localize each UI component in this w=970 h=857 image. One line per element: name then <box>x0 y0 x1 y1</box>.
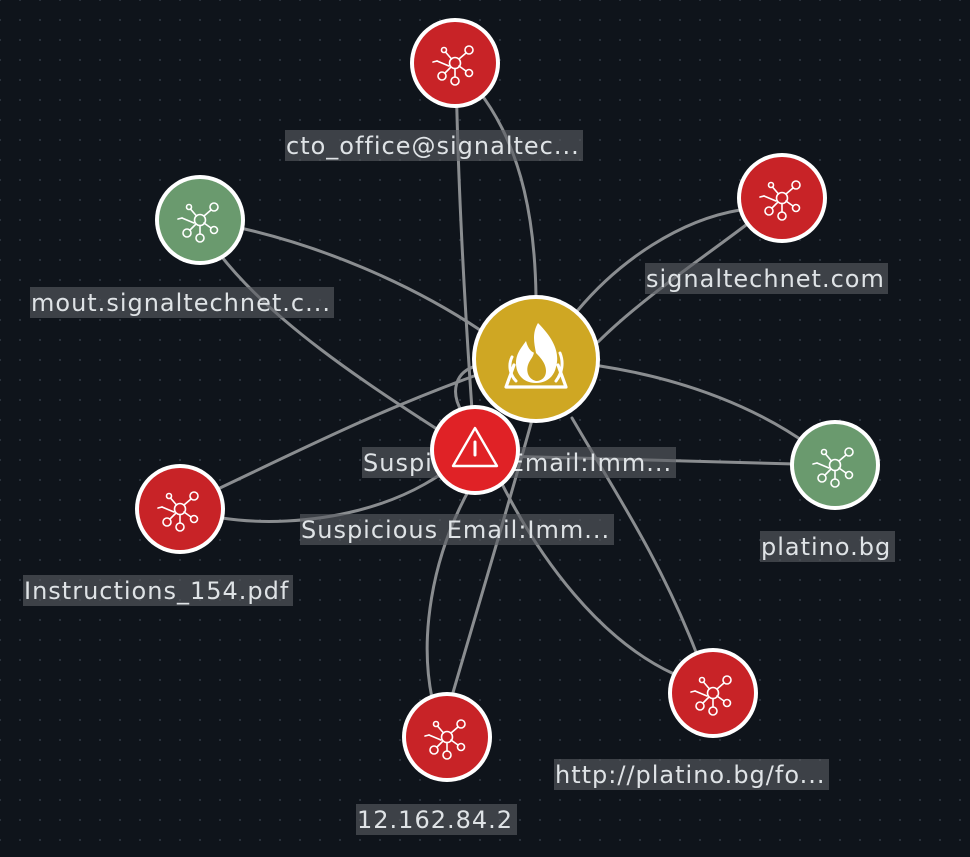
node-label-text: cto_office@signaltec... <box>286 132 580 160</box>
node-label-text: Suspicious Email:Imm... <box>301 516 610 544</box>
node-label-bg <box>30 287 334 318</box>
node-fill <box>741 157 823 239</box>
edge-email-center-b <box>476 88 538 298</box>
edge-domain-center-a <box>576 208 742 312</box>
graph-node-platino[interactable] <box>790 420 880 510</box>
edge-email-center-a <box>454 62 477 454</box>
graph-node-center-incident[interactable] <box>472 295 600 423</box>
node-label-text: platino.bg <box>761 533 891 561</box>
node-label-text: mout.signaltechnet.c... <box>31 289 331 317</box>
node-label-domain: signaltechnet.com <box>645 263 888 294</box>
edge-url-alert <box>498 478 676 676</box>
edge-platino-center <box>598 364 812 448</box>
node-label-bg <box>285 130 583 161</box>
node-fill <box>672 652 754 734</box>
node-label-platino: platino.bg <box>760 531 895 562</box>
node-fill <box>406 696 488 778</box>
node-label-text: signaltechnet.com <box>646 265 885 293</box>
node-label-pdf: Instructions_154.pdf <box>23 575 293 606</box>
edge-mout-alert <box>216 250 456 442</box>
node-label-text: http://platino.bg/fo... <box>555 761 825 789</box>
node-fill <box>159 179 241 261</box>
node-fill <box>794 424 876 506</box>
incident-fire-icon <box>504 323 568 389</box>
node-label-ip: 12.162.84.2 <box>356 804 517 835</box>
edge-mout-center <box>198 218 482 332</box>
warning-triangle-icon <box>451 426 499 468</box>
node-label-bg <box>645 263 888 294</box>
node-label-alert2: Suspicious Email:Imm... <box>300 514 614 545</box>
node-label-url: http://platino.bg/fo... <box>554 759 829 790</box>
node-label-bg <box>760 531 895 562</box>
node-label-bg <box>356 804 517 835</box>
node-label-mout: mout.signaltechnet.c... <box>30 287 334 318</box>
edge-center-alert-loop <box>454 364 478 414</box>
graph-node-mout[interactable] <box>155 175 245 265</box>
graph-node-ip[interactable] <box>402 692 492 782</box>
node-fill <box>139 468 221 550</box>
graph-node-email[interactable] <box>410 18 500 108</box>
node-label-text: 12.162.84.2 <box>357 806 513 834</box>
edge-pdf-center <box>218 374 476 490</box>
graph-node-domain[interactable] <box>737 153 827 243</box>
node-label-text: Instructions_154.pdf <box>24 577 289 605</box>
node-fill <box>414 22 496 104</box>
graph-node-alert1[interactable] <box>430 405 520 495</box>
node-label-bg <box>300 514 614 545</box>
graph-node-pdf[interactable] <box>135 464 225 554</box>
node-label-bg <box>554 759 829 790</box>
graph-node-url[interactable] <box>668 648 758 738</box>
node-label-bg <box>23 575 293 606</box>
node-label-email: cto_office@signaltec... <box>285 130 583 161</box>
